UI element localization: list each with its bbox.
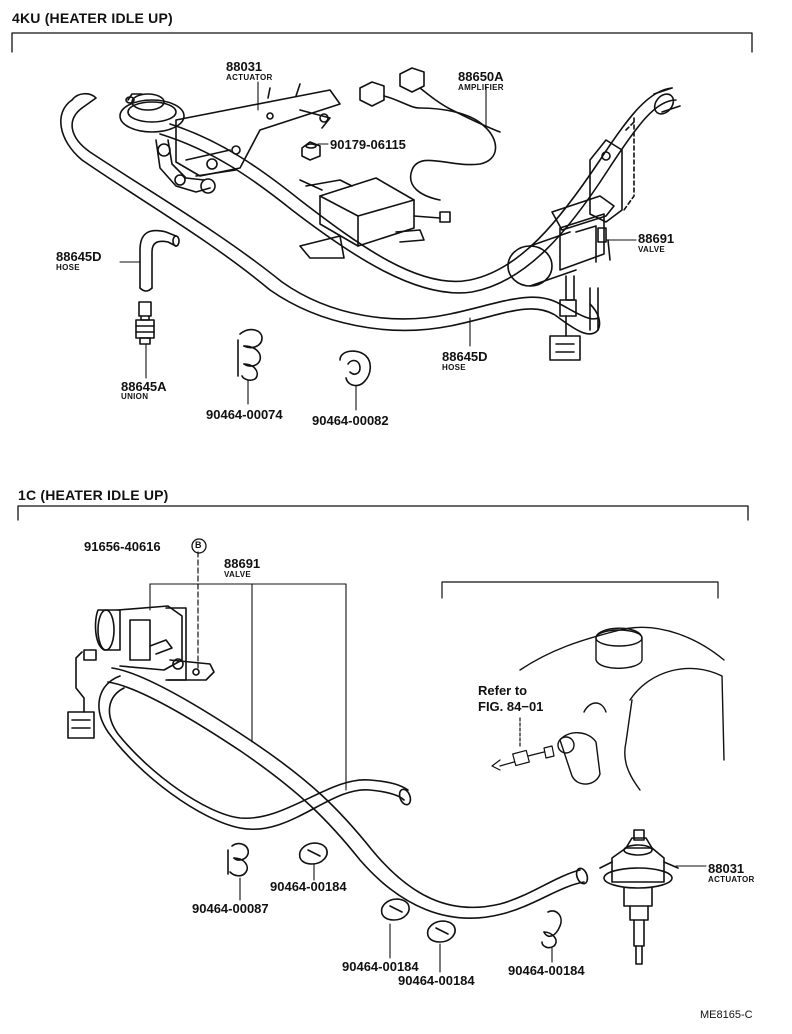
actuator-88031-top bbox=[120, 84, 340, 193]
bolt-marker-circle bbox=[192, 539, 206, 553]
part-number-90464-00087: 90464-00087 bbox=[192, 901, 269, 916]
part-desc-amplifier: AMPLIFIER bbox=[458, 83, 504, 92]
hose-lower-long bbox=[99, 668, 589, 918]
part-desc-hose-long: HOSE bbox=[442, 363, 466, 372]
part-number-88031-bottom: 88031 bbox=[708, 861, 745, 876]
part-number-88031-top: 88031 bbox=[226, 59, 263, 74]
part-number-90464-00082: 90464-00082 bbox=[312, 413, 389, 428]
part-desc-union: UNION bbox=[121, 392, 149, 401]
clip-90464-00184-d bbox=[542, 911, 561, 948]
part-number-91656-40616: 91656-40616 bbox=[84, 539, 161, 554]
part-number-90464-00184-b: 90464-00184 bbox=[342, 959, 419, 974]
clip-90464-00184-a bbox=[300, 843, 327, 864]
valve-88691-top bbox=[508, 118, 634, 360]
part-desc-actuator-bottom: ACTUATOR bbox=[708, 875, 755, 884]
part-number-88650a: 88650A bbox=[458, 69, 504, 84]
clip-90464-00087 bbox=[228, 844, 248, 876]
part-desc-valve-top: VALVE bbox=[638, 245, 665, 254]
union-88645a bbox=[136, 302, 154, 344]
part-number-90464-00074: 90464-00074 bbox=[206, 407, 283, 422]
clip-90464-00184-c bbox=[428, 921, 455, 942]
amplifier-88650a bbox=[300, 68, 500, 258]
clip-90464-00184-b bbox=[382, 899, 409, 920]
clip-90464-00074 bbox=[238, 330, 262, 381]
reference-line2: FIG. 84−01 bbox=[478, 699, 544, 714]
valve-88691-bottom bbox=[68, 606, 214, 738]
part-number-88691-bottom: 88691 bbox=[224, 556, 261, 571]
part-number-88645d-long: 88645D bbox=[442, 349, 488, 364]
part-number-88691-top: 88691 bbox=[638, 231, 675, 246]
nut-90179-06115 bbox=[302, 142, 320, 160]
clip-90464-00082 bbox=[340, 351, 370, 385]
part-desc-hose-short: HOSE bbox=[56, 263, 80, 272]
actuator-88031-bottom bbox=[600, 830, 706, 964]
part-desc-actuator-top: ACTUATOR bbox=[226, 73, 273, 82]
figure-code: ME8165-C bbox=[700, 1009, 753, 1021]
section-title-1c: 1C (HEATER IDLE UP) bbox=[18, 487, 169, 503]
part-number-90464-00184-a: 90464-00184 bbox=[270, 879, 347, 894]
bolt-marker-letter: B bbox=[195, 540, 202, 550]
part-number-90464-00184-c: 90464-00184 bbox=[398, 973, 475, 988]
hose-88645d-short bbox=[140, 231, 179, 291]
reference-sensor bbox=[492, 718, 554, 770]
part-number-90464-00184-d: 90464-00184 bbox=[508, 963, 585, 978]
part-number-90179-06115: 90179-06115 bbox=[330, 137, 406, 152]
leaders-88691-bottom bbox=[150, 584, 346, 790]
section-title-4ku: 4KU (HEATER IDLE UP) bbox=[12, 10, 173, 26]
part-number-88645d-short: 88645D bbox=[56, 249, 102, 264]
engine-outline bbox=[442, 582, 724, 790]
reference-line1: Refer to bbox=[478, 683, 528, 698]
part-number-88645a: 88645A bbox=[121, 379, 167, 394]
hose-88645d-long bbox=[61, 88, 680, 334]
part-desc-valve-bottom: VALVE bbox=[224, 570, 251, 579]
